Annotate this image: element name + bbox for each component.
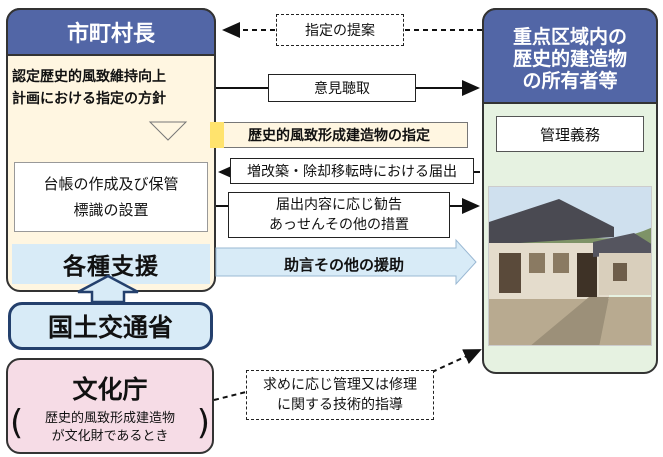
advice-label: 助言その他の援助 bbox=[228, 250, 460, 278]
owner-title: 重点区域内の 歴史的建造物 の所有者等 bbox=[482, 8, 658, 104]
policy-line-2: 計画における指定の方針 bbox=[12, 91, 166, 107]
owner-title-line-1: 重点区域内の bbox=[512, 26, 627, 48]
duty-text: 管理義務 bbox=[539, 125, 600, 144]
mlit-box: 国土交通省 bbox=[8, 302, 213, 350]
tech-line-2: に関する技術的指導 bbox=[277, 397, 403, 413]
designation-text: 歴史的風致形成建造物の指定 bbox=[248, 128, 430, 144]
register-box: 台帳の作成及び保管 標識の設置 bbox=[14, 162, 208, 232]
proposal-label: 指定の提案 bbox=[276, 14, 404, 46]
mlit-title: 国土交通省 bbox=[47, 313, 173, 342]
recommend-line-1: 届出内容に応じ勧告 bbox=[276, 197, 402, 213]
designation-accent bbox=[210, 122, 224, 148]
hearing-label: 意見聴取 bbox=[268, 74, 416, 102]
designation-label: 歴史的風致形成建造物の指定 bbox=[210, 122, 468, 148]
mayor-title: 市町村長 bbox=[6, 8, 216, 56]
proposal-text: 指定の提案 bbox=[305, 23, 375, 39]
paren-close: ) bbox=[196, 403, 210, 443]
duty-box: 管理義務 bbox=[496, 116, 644, 152]
recommendation-label: 届出内容に応じ勧告 あっせんその他の措置 bbox=[228, 192, 450, 238]
bunka-note-line-2: が文化財であるとき bbox=[51, 429, 169, 444]
bunka-note-line-1: 歴史的風致形成建造物 bbox=[44, 411, 175, 426]
notification-label: 増改築・除却移転時における届出 bbox=[230, 158, 474, 184]
support-text: 各種支援 bbox=[63, 254, 159, 280]
owner-title-line-3: の所有者等 bbox=[522, 70, 618, 92]
bunka-box: 文化庁 歴史的風致形成建造物 が文化財であるとき ( ) bbox=[6, 358, 214, 454]
hearing-text: 意見聴取 bbox=[314, 81, 370, 97]
recommend-line-2: あっせんその他の措置 bbox=[269, 217, 409, 233]
owner-title-line-2: 歴史的建造物 bbox=[512, 48, 627, 70]
building-illustration bbox=[489, 187, 651, 345]
bunka-title: 文化庁 bbox=[72, 375, 148, 404]
tech-line-1: 求めに応じ管理又は修理 bbox=[263, 377, 417, 393]
paren-open: ( bbox=[10, 403, 24, 443]
register-line-2: 標識の設置 bbox=[73, 201, 149, 219]
technical-guidance-label: 求めに応じ管理又は修理 に関する技術的指導 bbox=[246, 370, 434, 420]
bunka-note: 歴史的風致形成建造物 が文化財であるとき bbox=[8, 410, 212, 446]
mayor-title-text: 市町村長 bbox=[66, 22, 155, 47]
notification-text: 増改築・除却移転時における届出 bbox=[247, 164, 457, 180]
advice-text: 助言その他の援助 bbox=[283, 255, 404, 274]
policy-line-1: 認定歴史的風致維持向上 bbox=[12, 69, 166, 85]
designation-policy: 認定歴史的風致維持向上 計画における指定の方針 bbox=[12, 66, 210, 124]
register-line-1: 台帳の作成及び保管 bbox=[43, 175, 179, 193]
historic-building-photo bbox=[488, 186, 652, 346]
